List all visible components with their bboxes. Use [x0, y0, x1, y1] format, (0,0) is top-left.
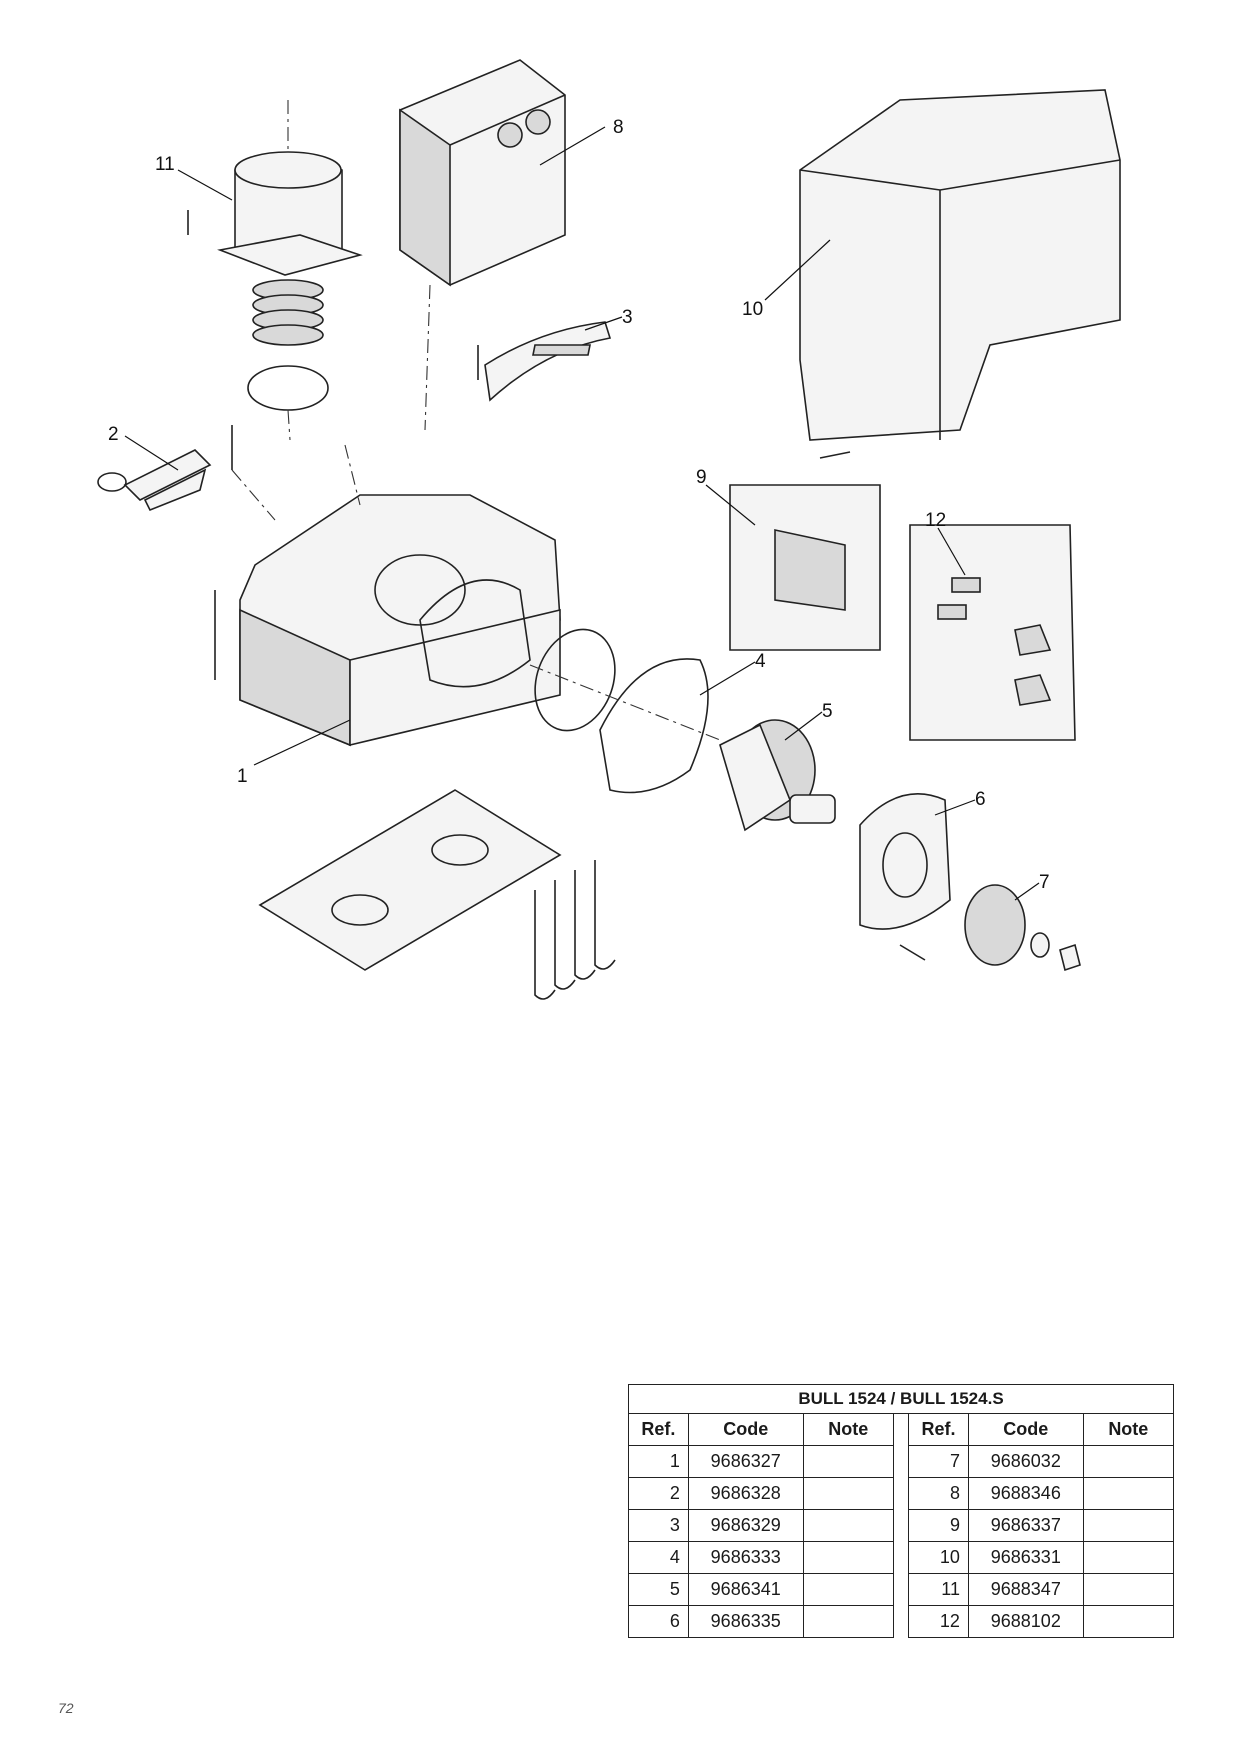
- table-row: 6 9686335 12 9688102: [628, 1605, 1175, 1638]
- note-cell: [1082, 1605, 1175, 1638]
- column-gap: [892, 1413, 910, 1446]
- part-3-bracket: [477, 321, 612, 402]
- ref-cell: 9: [908, 1509, 969, 1542]
- column-gap: [892, 1605, 910, 1638]
- part-1-housing: [214, 444, 561, 747]
- note-cell: [802, 1573, 894, 1606]
- note-cell: [1082, 1445, 1175, 1478]
- part-10-cover: [799, 89, 1121, 459]
- table-row: 3 9686329 9 9686337: [628, 1509, 1175, 1542]
- ref-cell: 6: [628, 1605, 689, 1638]
- parts-table: BULL 1524 / BULL 1524.S Ref. Code Note R…: [628, 1384, 1175, 1638]
- column-gap: [892, 1541, 910, 1574]
- callout-8: 8: [613, 117, 624, 138]
- note-cell: [1082, 1573, 1175, 1606]
- ref-cell: 3: [628, 1509, 689, 1542]
- table-row: 4 9686333 10 9686331: [628, 1541, 1175, 1574]
- ref-cell: 7: [908, 1445, 969, 1478]
- table-row: 1 9686327 7 9686032: [628, 1445, 1175, 1478]
- callout-labels: 11 8 3 2 1 4 5 6 7 9 10 12: [108, 117, 1050, 893]
- code-cell: 9686032: [967, 1445, 1084, 1478]
- callout-5: 5: [822, 701, 833, 722]
- part-7-pinion: [964, 884, 1081, 972]
- callout-1: 1: [237, 766, 248, 787]
- code-cell: 9686333: [687, 1541, 804, 1574]
- note-cell: [802, 1605, 894, 1638]
- ref-cell: 1: [628, 1445, 689, 1478]
- foundation-plate: [258, 789, 616, 1000]
- page-number: 72: [58, 1700, 74, 1716]
- callout-7: 7: [1039, 872, 1050, 893]
- callout-10: 10: [742, 299, 763, 320]
- note-cell: [802, 1445, 894, 1478]
- callout-6: 6: [975, 789, 986, 810]
- header-note: Note: [1082, 1413, 1175, 1446]
- code-cell: 9686327: [687, 1445, 804, 1478]
- part-11-motor: [187, 100, 363, 441]
- column-gap: [892, 1573, 910, 1606]
- leader-lines: [124, 126, 1040, 901]
- header-code: Code: [687, 1413, 804, 1446]
- column-gap: [892, 1445, 910, 1478]
- callout-3: 3: [622, 307, 633, 328]
- code-cell: 9686331: [967, 1541, 1084, 1574]
- column-gap: [892, 1509, 910, 1542]
- callout-11: 11: [155, 154, 175, 175]
- note-cell: [1082, 1509, 1175, 1542]
- code-cell: 9686328: [687, 1477, 804, 1510]
- code-cell: 9686337: [967, 1509, 1084, 1542]
- callout-9: 9: [696, 467, 707, 488]
- column-gap: [892, 1477, 910, 1510]
- note-cell: [1082, 1541, 1175, 1574]
- ref-cell: 8: [908, 1477, 969, 1510]
- header-ref: Ref.: [908, 1413, 969, 1446]
- part-2-release-lever: [97, 425, 233, 512]
- note-cell: [802, 1477, 894, 1510]
- part-6-flange: [859, 793, 951, 961]
- note-cell: [802, 1509, 894, 1542]
- note-cell: [1082, 1477, 1175, 1510]
- code-cell: 9688102: [967, 1605, 1084, 1638]
- part-9-detail: [729, 484, 881, 651]
- code-cell: 9688346: [967, 1477, 1084, 1510]
- code-cell: 9686341: [687, 1573, 804, 1606]
- ref-cell: 4: [628, 1541, 689, 1574]
- note-cell: [802, 1541, 894, 1574]
- ref-cell: 5: [628, 1573, 689, 1606]
- callout-2: 2: [108, 424, 119, 445]
- code-cell: 9686335: [687, 1605, 804, 1638]
- part-8-control-unit: [399, 59, 566, 431]
- ref-cell: 12: [908, 1605, 969, 1638]
- code-cell: 9686329: [687, 1509, 804, 1542]
- header-ref: Ref.: [628, 1413, 689, 1446]
- ref-cell: 10: [908, 1541, 969, 1574]
- part-12-detail: [909, 524, 1076, 741]
- header-code: Code: [967, 1413, 1084, 1446]
- callout-4: 4: [755, 651, 766, 672]
- part-4-gasket: [529, 628, 721, 794]
- table-row: 2 9686328 8 9688346: [628, 1477, 1175, 1510]
- parts-table-title: BULL 1524 / BULL 1524.S: [628, 1384, 1174, 1414]
- header-note: Note: [802, 1413, 894, 1446]
- parts-table-header-row: Ref. Code Note Ref. Code Note: [628, 1413, 1175, 1446]
- ref-cell: 11: [908, 1573, 969, 1606]
- callout-12: 12: [925, 510, 946, 531]
- code-cell: 9688347: [967, 1573, 1084, 1606]
- ref-cell: 2: [628, 1477, 689, 1510]
- table-row: 5 9686341 11 9688347: [628, 1573, 1175, 1606]
- part-5-gear-shaft: [719, 719, 836, 832]
- exploded-parts-diagram: 11 8 3 2 1 4 5 6 7 9 10 12: [97, 59, 1121, 1000]
